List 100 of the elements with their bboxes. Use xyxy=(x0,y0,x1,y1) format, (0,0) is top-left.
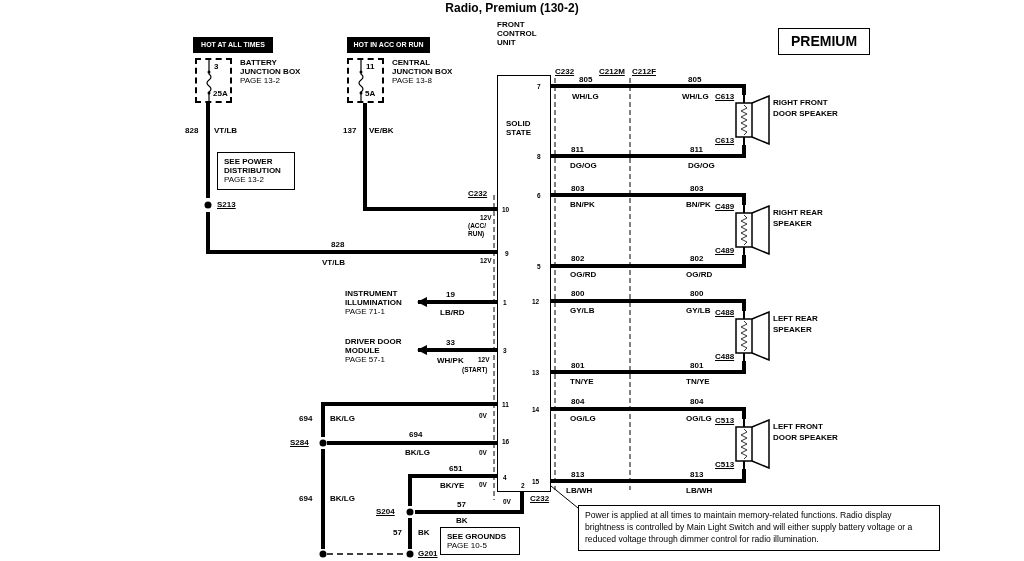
circuit-number: 800 xyxy=(570,289,586,298)
reference-box xyxy=(440,527,520,555)
connector-id: C212F xyxy=(632,67,656,76)
circuit-number: 33 xyxy=(445,338,456,347)
wire-color-code: DG/OG xyxy=(570,161,597,170)
connector-id: C232 xyxy=(530,494,550,503)
circuit-number: 803 xyxy=(690,184,704,193)
wire-color-code: VT/LB xyxy=(214,126,238,135)
wire-color-code: VE/BK xyxy=(369,126,394,135)
wire-color-code: BK/LG xyxy=(330,414,355,423)
speaker-label: RIGHT FRONT DOOR SPEAKER xyxy=(773,97,839,119)
unit-name: FRONT CONTROL UNIT xyxy=(497,20,538,47)
circuit-number: 828 xyxy=(184,126,200,135)
speaker-label: LEFT REAR SPEAKER xyxy=(773,313,819,335)
wire-color-code: VT/LB xyxy=(322,258,346,267)
wire-color-code: WH/LG xyxy=(572,92,599,101)
fuse-number: 3 xyxy=(214,62,219,71)
wire-color-code: TN/YE xyxy=(686,377,710,386)
circuit-number: 811 xyxy=(570,145,585,154)
wire-color-code: GY/LB xyxy=(570,306,595,315)
wire xyxy=(363,103,497,211)
wire xyxy=(551,145,746,158)
wire-color-code: BN/PK xyxy=(686,200,711,209)
wire-color-code: BK xyxy=(418,528,430,537)
connector-id: C488 xyxy=(715,308,735,317)
circuit-number: 805 xyxy=(578,75,594,84)
page-reference: PAGE 57-1 xyxy=(345,355,386,364)
wire-color-code: BK/LG xyxy=(405,448,430,457)
wire xyxy=(551,361,746,374)
splice-id: G201 xyxy=(418,549,438,558)
unit-note: SOLID STATE xyxy=(506,119,533,137)
circuit-number: 828 xyxy=(330,240,346,249)
destination-label: INSTRUMENT ILLUMINATION xyxy=(345,289,403,307)
note-box: Power is applied at all times to maintain memory-related functions. Radio display brightness is controlled by Main Light Switch and will either supply battery voltage or a reduced voltage through dimmer control for radio illumination. xyxy=(578,505,940,551)
page-reference: PAGE 13-2 xyxy=(224,175,265,184)
circuit-number: 800 xyxy=(690,289,704,298)
circuit-number: 801 xyxy=(570,361,586,370)
component-label: BATTERY JUNCTION BOX xyxy=(240,58,302,76)
connector-id: C489 xyxy=(715,246,735,255)
wire xyxy=(551,255,746,268)
circuit-number: 803 xyxy=(570,184,586,193)
circuit-number: 811 xyxy=(690,145,703,154)
wire xyxy=(551,407,746,419)
fuse-rating: 25A xyxy=(213,89,228,98)
wire xyxy=(206,212,497,254)
wire-color-code: OG/RD xyxy=(570,270,597,279)
connector-id: C613 xyxy=(715,136,735,145)
circuit-number: 19 xyxy=(445,290,456,299)
circuit-number: 137 xyxy=(342,126,358,135)
wire xyxy=(206,103,210,198)
wire xyxy=(415,492,524,514)
diagram-title: Radio, Premium (130-2) xyxy=(444,1,580,15)
connector-id: C232 xyxy=(468,189,488,198)
wire-arrow xyxy=(417,297,497,307)
variant-badge: PREMIUM xyxy=(778,28,870,55)
wire-color-code: WH/LG xyxy=(682,92,709,101)
circuit-number: 813 xyxy=(570,470,586,479)
wire xyxy=(551,84,746,95)
circuit-number: 804 xyxy=(570,397,586,406)
splice-id: S213 xyxy=(217,200,236,209)
connector-id: C513 xyxy=(715,416,735,425)
circuit-number: 813 xyxy=(690,470,704,479)
wire xyxy=(551,299,746,311)
reference-heading: SEE POWER DISTRIBUTION xyxy=(224,157,282,175)
wire xyxy=(551,469,746,483)
wire xyxy=(408,518,412,549)
circuit-number: 694 xyxy=(298,494,314,503)
wire-color-code: OG/LG xyxy=(686,414,712,423)
page-reference: PAGE 71-1 xyxy=(345,307,386,316)
wire xyxy=(321,449,325,549)
destination-label: DRIVER DOOR MODULE xyxy=(345,337,403,355)
component-label: CENTRAL JUNCTION BOX xyxy=(392,58,454,76)
wire xyxy=(321,402,497,437)
page-reference: PAGE 13-8 xyxy=(392,76,433,85)
circuit-number: 801 xyxy=(690,361,704,370)
speaker-label: LEFT FRONT DOOR SPEAKER xyxy=(773,421,839,443)
reference-heading: SEE GROUNDS xyxy=(447,532,508,541)
circuit-number: 802 xyxy=(570,254,586,263)
wire-color-code: BN/PK xyxy=(570,200,595,209)
wire-color-code: BK/LG xyxy=(330,494,355,503)
splice-id: S284 xyxy=(290,438,309,447)
page-reference: PAGE 13-2 xyxy=(240,76,281,85)
wire xyxy=(327,441,497,445)
wire-color-code: OG/LG xyxy=(570,414,596,423)
connector-id: C489 xyxy=(715,202,735,211)
wire-color-code: LB/RD xyxy=(440,308,465,317)
wire-color-code: GY/LB xyxy=(686,306,711,315)
circuit-number: 804 xyxy=(690,397,704,406)
fuse-rating: 5A xyxy=(365,89,376,98)
wire-color-code: BK xyxy=(456,516,468,525)
wire-color-code: TN/YE xyxy=(570,377,594,386)
wire xyxy=(551,193,746,205)
circuit-number: 651 xyxy=(448,464,464,473)
connector-id: C232 xyxy=(555,67,575,76)
reference-box xyxy=(217,152,295,190)
wire-color-code: BK/YE xyxy=(440,481,465,490)
leader-line xyxy=(550,485,579,509)
wire-color-code: LB/WH xyxy=(686,486,713,495)
circuit-number: 694 xyxy=(298,414,314,423)
circuit-number: 805 xyxy=(688,75,702,84)
